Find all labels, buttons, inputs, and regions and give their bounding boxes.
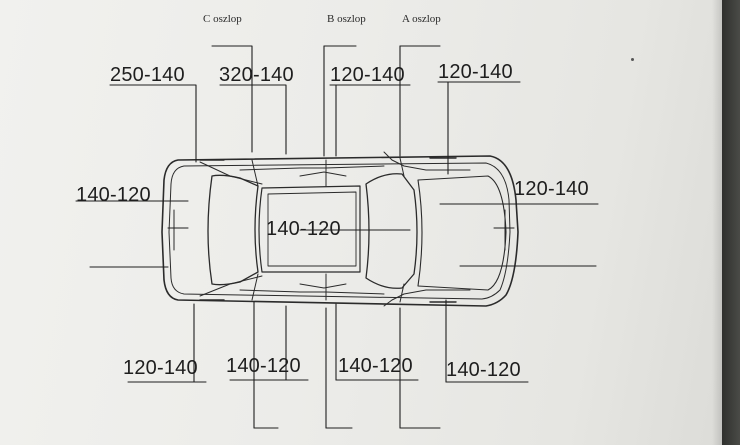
measurement-bottom-b-pillar: 140-120 (338, 355, 413, 377)
rear-window-outline (207, 174, 259, 286)
measurement-rear: 140-120 (76, 184, 151, 206)
roof-outline (258, 185, 361, 273)
measurement-roof: 140-120 (266, 218, 341, 240)
b-pillar-label: B oszlop (327, 13, 366, 25)
measurement-top-front-fender: 120-140 (438, 61, 513, 83)
paper-edge-shadow (712, 0, 722, 445)
car-body-outline (161, 155, 519, 307)
measurement-hood: 120-140 (514, 178, 589, 200)
measurement-top-c-pillar: 320-140 (219, 64, 294, 86)
hood-outline (417, 175, 507, 291)
door-lines-top (199, 151, 471, 187)
c-pillar-label: C oszlop (203, 13, 242, 25)
paper-sheet (0, 0, 722, 445)
measurement-bottom-c-pillar: 140-120 (226, 355, 301, 377)
a-pillar-label: A oszlop (402, 13, 441, 25)
measurement-bottom-front-fender: 140-120 (446, 359, 521, 381)
paper-speck (631, 58, 634, 61)
wheel-marks (199, 157, 457, 303)
table-background (722, 0, 740, 445)
measurement-top-b-pillar: 120-140 (330, 64, 405, 86)
leader-lines (75, 45, 599, 429)
bumper-marks (173, 209, 506, 251)
measurement-top-rear-quarter: 250-140 (110, 64, 185, 86)
measurement-bottom-rear-quarter: 120-140 (123, 357, 198, 379)
door-lines-bottom (199, 273, 471, 307)
windshield-outline (365, 173, 418, 289)
roof-inner-line (267, 191, 357, 267)
